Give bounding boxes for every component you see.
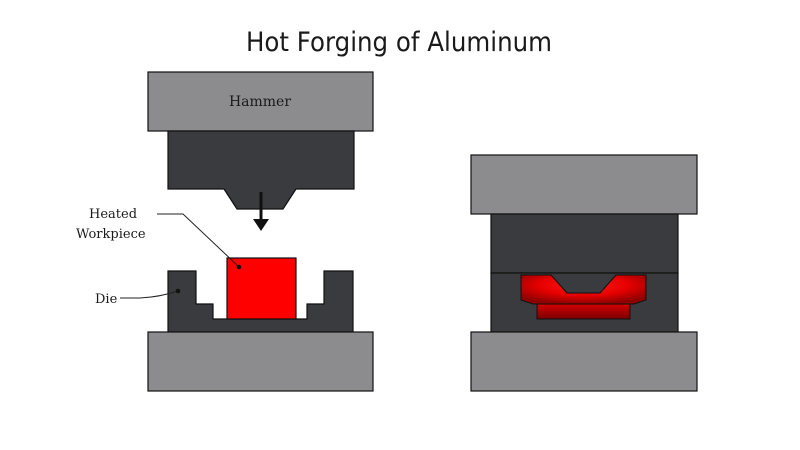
closed-bottom-base-plate <box>470 331 698 392</box>
forged-part-lower-section <box>536 301 631 320</box>
heated-workpiece-label-line1: Heated <box>89 207 137 222</box>
bottom-base-plate <box>147 331 374 392</box>
die-leader-dot <box>175 288 181 294</box>
die-label: Die <box>95 292 118 307</box>
after-forging-assembly <box>470 154 698 392</box>
hammer-label: Hammer <box>229 94 291 110</box>
closed-top-plate <box>470 154 698 215</box>
before-forging-assembly: Hammer Heated Workpiece Die <box>76 71 374 392</box>
closed-upper-die <box>490 213 679 274</box>
hammer-plate <box>147 71 374 132</box>
hammer-head <box>167 130 355 210</box>
hammer-direction-arrow-head <box>253 219 269 231</box>
heated-workpiece-label-line2: Workpiece <box>76 227 146 242</box>
diagram-title: Hot Forging of Aluminum <box>246 27 552 58</box>
heated-workpiece-leader-line <box>157 213 239 267</box>
die-leader-line <box>120 290 179 299</box>
heated-workpiece-leader-dot <box>236 264 242 270</box>
forged-part-upper-section <box>520 274 647 305</box>
